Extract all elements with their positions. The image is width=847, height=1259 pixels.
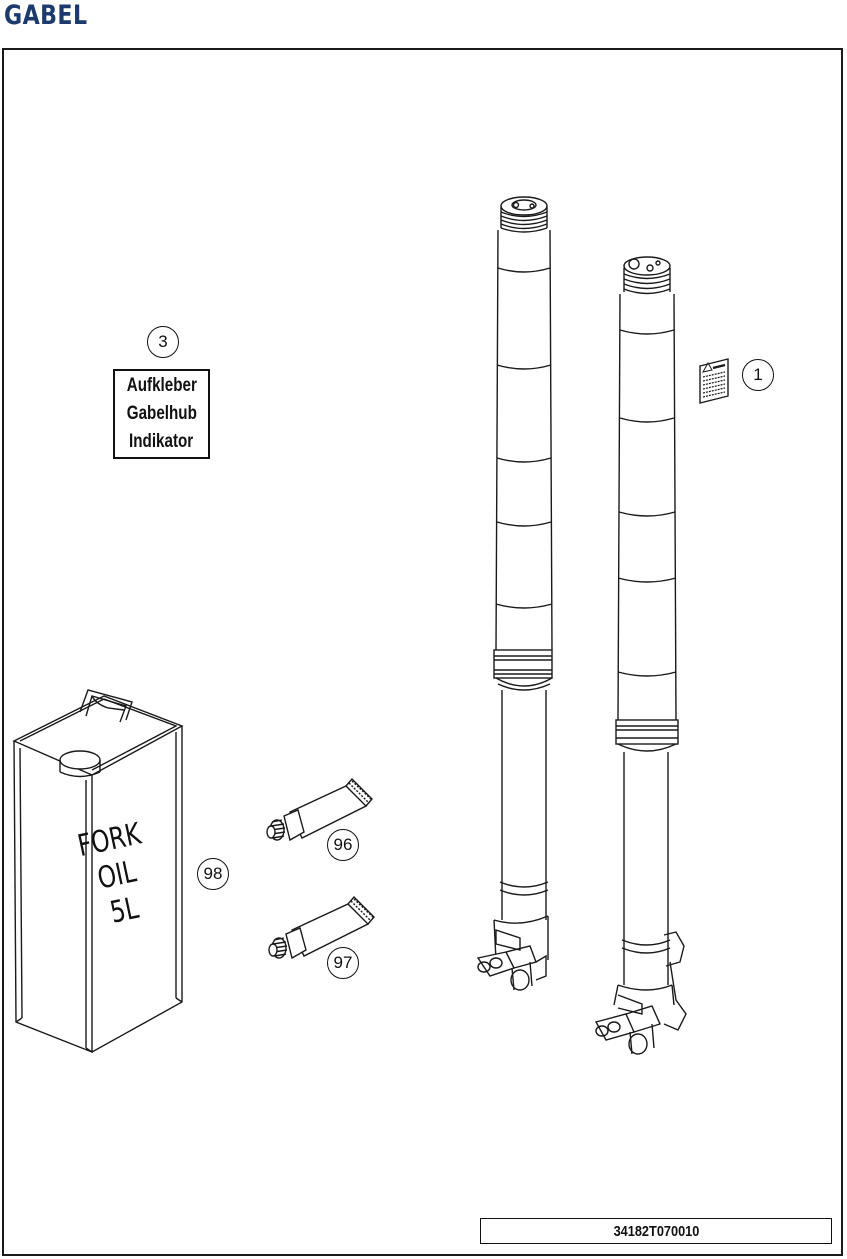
callout-97: 97 (327, 947, 359, 979)
diagram-frame (2, 48, 843, 1256)
page-title: GABEL (4, 0, 88, 31)
sticker-label-line: Aufkleber (126, 375, 197, 396)
callout-1: 1 (742, 359, 774, 391)
warning-sticker-icon (699, 358, 729, 404)
document-number: 34182T070010 (613, 1222, 699, 1240)
sticker-label-line: Gabelhub (126, 403, 197, 424)
document-number-box: 34182T070010 (480, 1218, 832, 1244)
grease-tube-icon (266, 777, 373, 842)
callout-3: 3 (147, 326, 179, 358)
fork-leg-left-icon (476, 196, 553, 991)
grease-tube-icon (268, 895, 375, 960)
sticker-label-line: Indikator (129, 431, 194, 452)
callout-96: 96 (327, 829, 359, 861)
callout-98: 98 (197, 858, 229, 890)
fork-leg-right-icon (594, 256, 687, 1055)
sticker-label-box: Aufkleber Gabelhub Indikator (113, 369, 210, 459)
oil-can-icon (12, 689, 184, 1054)
